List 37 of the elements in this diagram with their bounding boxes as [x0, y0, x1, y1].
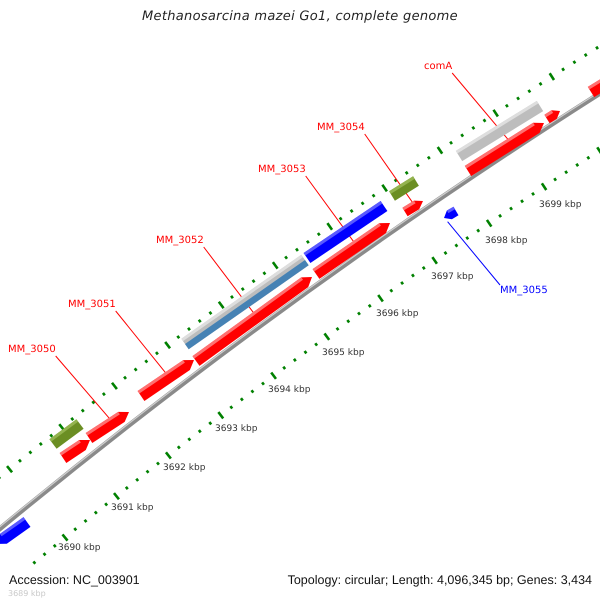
position-label: 3691 kbp — [111, 503, 154, 514]
gene-feature — [86, 412, 129, 443]
feature-bar — [389, 176, 419, 201]
leader-line — [115, 310, 166, 373]
position-label: 3693 kbp — [215, 424, 258, 435]
gene-label: MM_3050 — [8, 344, 56, 356]
gene-feature — [192, 277, 312, 366]
gene-label: MM_3055 — [500, 285, 548, 297]
gene-feature — [402, 200, 423, 216]
leader-line — [305, 176, 354, 242]
gene-label: MM_3052 — [156, 235, 204, 247]
leader-line — [364, 134, 413, 202]
position-label: 3690 kbp — [58, 543, 100, 554]
position-label: 3694 kbp — [268, 385, 310, 396]
gene-label: MM_3053 — [258, 164, 306, 176]
position-label: 3696 kbp — [376, 309, 418, 320]
gene-label: MM_3051 — [68, 299, 116, 311]
gene-feature — [312, 223, 390, 279]
accession-text: Accession: NC_003901 — [9, 573, 140, 588]
gene-label: comA — [424, 61, 452, 73]
gene-feature — [138, 360, 194, 401]
gene-feature — [444, 206, 458, 220]
gene-feature — [464, 122, 544, 176]
genome-info-text: Topology: circular; Length: 4,096,345 bp; Genes: 3,434 — [288, 573, 592, 588]
leader-line — [55, 356, 110, 418]
gene-feature — [544, 110, 560, 124]
position-label: 3697 kbp — [431, 272, 474, 283]
gene-feature — [0, 517, 30, 544]
position-label: 3692 kbp — [163, 463, 206, 474]
position-label: 3699 kbp — [539, 200, 582, 211]
position-label: 3698 kbp — [485, 236, 528, 247]
gene-label: MM_3054 — [317, 122, 365, 134]
gene-feature — [588, 78, 600, 98]
gene-feature — [60, 440, 90, 463]
diagram-title: Methanosarcina mazei Go1, complete genome — [141, 9, 459, 25]
position-label: 3695 kbp — [322, 348, 364, 359]
leader-line — [447, 221, 500, 286]
